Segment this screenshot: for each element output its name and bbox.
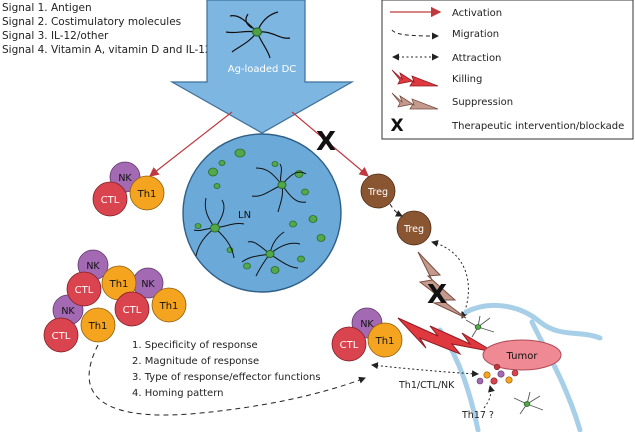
signal-2: Signal 2. Costimulatory molecules (2, 16, 181, 28)
cell-label-ctl: CTL (340, 340, 359, 351)
legend: Activation Migration Attraction Killing … (381, 0, 634, 140)
tumor-dc-icon-2 (513, 391, 544, 415)
ln-dc-icon-1 (251, 163, 307, 213)
legend-migration-label: Migration (452, 29, 499, 40)
tumor-cell-dots (476, 363, 519, 385)
tumor-label: Tumor (506, 351, 539, 362)
activation-arrow-left (149, 111, 233, 177)
suppression-bolt-treg (417, 251, 467, 319)
cell-label-nk: NK (86, 261, 100, 272)
cell-label-nk: NK (141, 279, 155, 290)
response-list: 1. Specificity of response 2. Magnitude … (132, 340, 321, 399)
treg-cells: Treg Treg (360, 173, 432, 246)
response-item-1: 1. Specificity of response (132, 340, 258, 351)
tumor: Tumor (476, 339, 562, 385)
lymph-node: LN (182, 133, 342, 293)
ln-label: LN (238, 210, 251, 221)
cell-label-nk: NK (360, 319, 374, 330)
dc-box: Ag-loaded DC (169, 0, 355, 134)
legend-killing-symbol (391, 69, 439, 87)
response-item-4: 4. Homing pattern (132, 388, 223, 399)
cell-label-nk: NK (118, 173, 132, 184)
dc-label: Ag-loaded DC (228, 64, 297, 75)
signal-4: Signal 4. Vitamin A, vitamin D and IL-12 (2, 44, 212, 56)
legend-activation-label: Activation (452, 8, 502, 19)
cell-label-nk: NK (61, 306, 75, 317)
tumor-effector-cluster: NK CTL Th1 (331, 307, 403, 362)
activation-arrow-right (291, 111, 369, 177)
legend-blockade-label: Therapeutic intervention/blockade (451, 121, 624, 132)
ln-dc-icon-2 (193, 197, 245, 259)
legend-attraction-label: Attraction (452, 53, 501, 64)
cell-label-th1: Th1 (375, 336, 395, 347)
attraction-arrow-th17 (483, 385, 495, 409)
response-item-2: 2. Magnitude of response (132, 356, 259, 367)
legend-suppression-label: Suppression (452, 97, 513, 108)
cell-label-th1: Th1 (137, 189, 157, 200)
ln-dc-icon-3 (241, 231, 301, 277)
killing-bolt (397, 317, 495, 356)
migration-arrow-treg (389, 203, 403, 217)
migration-arrow-to-tumor (88, 344, 366, 416)
cell-label-ctl: CTL (123, 305, 142, 316)
legend-killing-label: Killing (452, 74, 482, 85)
cell-label-th1: Th1 (88, 321, 108, 332)
legend-migration-symbol (391, 29, 439, 40)
effectors-label: Th1/CTL/NK (398, 380, 455, 391)
cell-label-treg: Treg (403, 224, 424, 235)
legend-suppression-symbol (391, 92, 439, 110)
cell-label-ctl: CTL (52, 331, 71, 342)
response-item-3: 3. Type of response/effector functions (132, 372, 321, 383)
cell-label-ctl: CTL (101, 195, 120, 206)
attraction-arrow-effectors (371, 362, 479, 378)
tumor-dc-icon-1 (465, 315, 495, 338)
legend-blockade-symbol: X (390, 116, 403, 136)
th17-label: Th17 ? (461, 410, 494, 421)
cell-label-th1: Th1 (159, 301, 179, 312)
signals-list: Signal 1. Antigen Signal 2. Costimulator… (2, 2, 212, 56)
signal-3: Signal 3. IL-12/other (2, 30, 109, 42)
blockade-x-dc: X (316, 127, 336, 157)
proliferated-cluster: NK NK NK CTL Th1 Th1 CTL CTL Th1 (43, 249, 187, 353)
cell-label-ctl: CTL (75, 285, 94, 296)
activated-cluster-top: NK CTL Th1 (92, 161, 165, 217)
dendritic-cell-icon (225, 11, 291, 59)
signal-1: Signal 1. Antigen (2, 2, 92, 14)
cell-label-th1: Th1 (109, 279, 129, 290)
cell-label-treg: Treg (367, 187, 388, 198)
blockade-x-treg: X (427, 280, 447, 310)
